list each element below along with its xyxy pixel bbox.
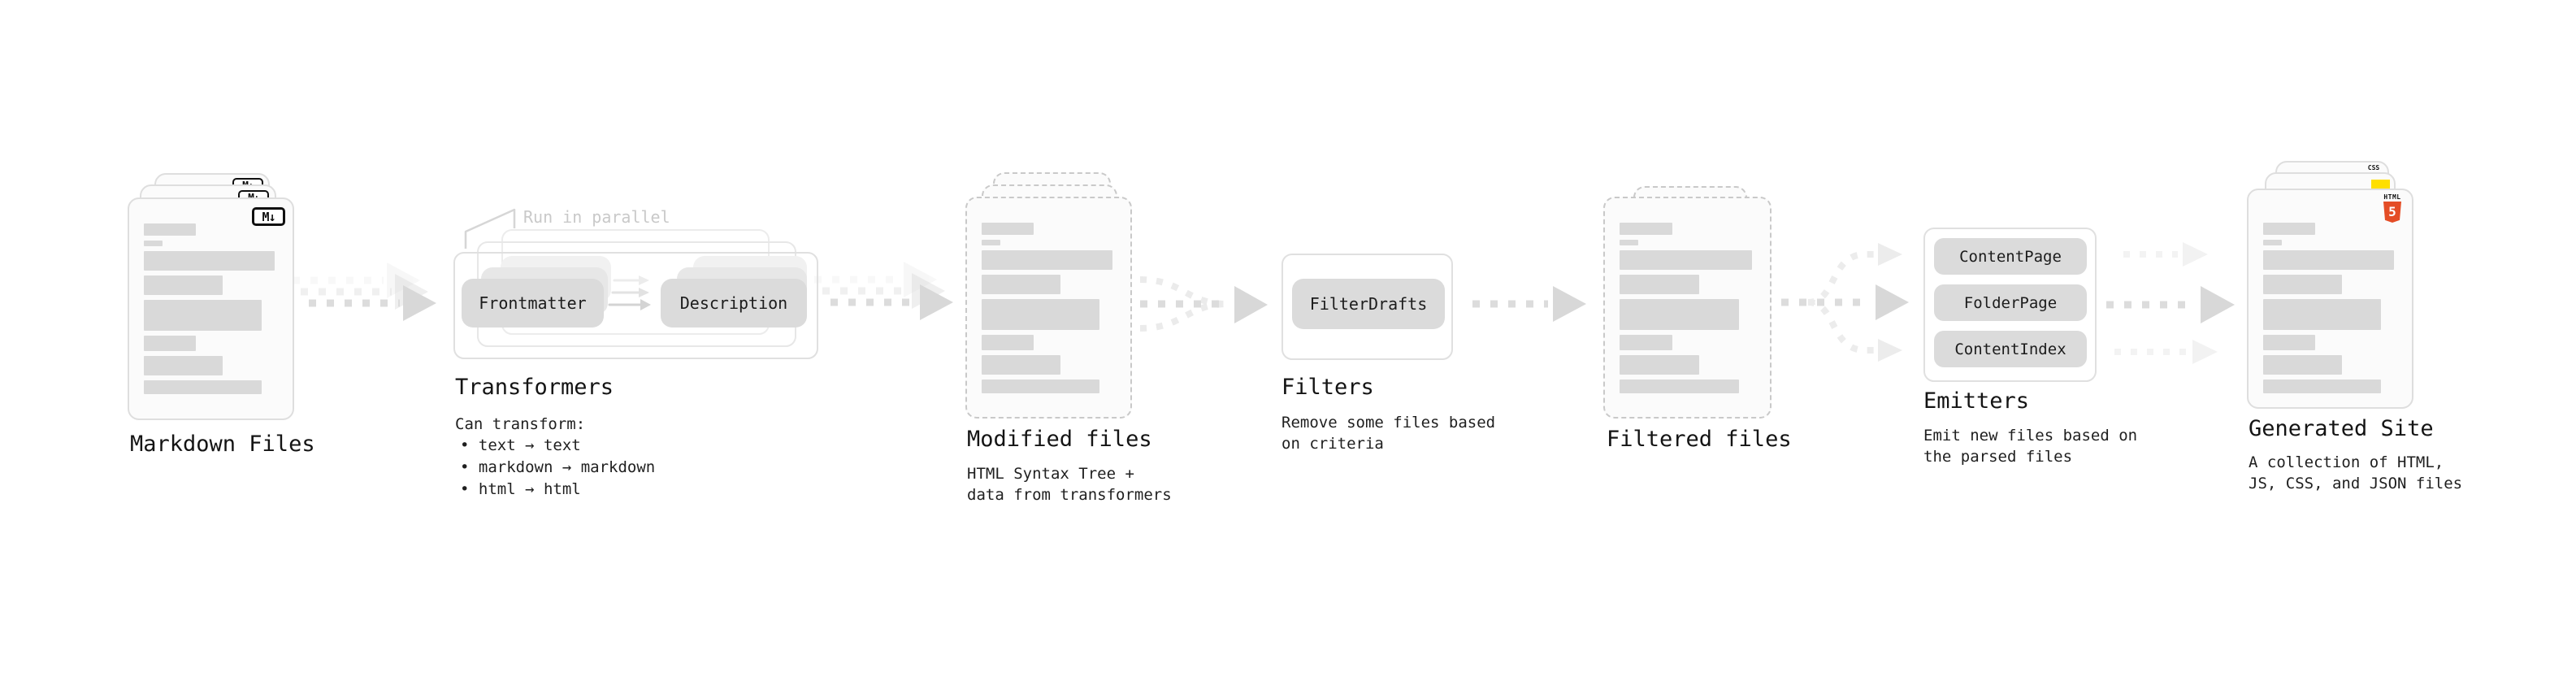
filtered-file-card-front (1603, 197, 1772, 419)
emitters-label: Emitters (1923, 388, 2030, 414)
filters-label: Filters (1281, 375, 1374, 400)
filtered-files-label: Filtered files (1607, 427, 1792, 452)
run-in-parallel-leader-line (464, 208, 516, 249)
arrow-transformers-to-modified (814, 262, 953, 320)
transformers-description: Can transform: text → text markdown → ma… (455, 414, 655, 501)
folderpage-pill: FolderPage (1934, 284, 2087, 321)
modified-files-label: Modified files (967, 427, 1152, 452)
transformers-desc-title: Can transform: (455, 415, 586, 433)
transformers-bullet-list: text → text markdown → markdown html → h… (455, 435, 655, 501)
bullet-item: text → text (460, 435, 655, 457)
emitters-box (1923, 228, 2097, 382)
description-pill: Description (661, 279, 807, 327)
document-text-bars (982, 223, 1112, 393)
arrow-filtered-to-emitters (1781, 243, 1909, 362)
filterdrafts-pill: FilterDrafts (1292, 279, 1445, 329)
emitters-description: Emit new files based on the parsed files (1923, 427, 2138, 466)
html5-icon: HTML 5 (2382, 194, 2403, 223)
transformer-box-front (453, 252, 818, 359)
js-file-icon (2371, 180, 2390, 189)
generated-site-description: A collection of HTML, JS, CSS, and JSON … (2249, 453, 2463, 492)
markdown-files-label: Markdown Files (130, 432, 315, 457)
contentpage-pill: ContentPage (1934, 238, 2087, 275)
arrow-modified-to-filters (1139, 276, 1268, 332)
contentindex-pill: ContentIndex (1934, 331, 2087, 367)
filters-box (1281, 254, 1453, 360)
markdown-file-card-front: M↓ (128, 197, 294, 420)
document-text-bars (144, 223, 275, 394)
arrow-markdown-to-transformers (293, 262, 436, 321)
modified-files-description: HTML Syntax Tree + data from transformer… (967, 465, 1172, 504)
filters-description: Remove some files based on criteria (1281, 414, 1496, 453)
bullet-item: html → html (460, 479, 655, 501)
document-text-bars (1620, 223, 1752, 393)
modified-file-card-front (965, 197, 1132, 419)
frontmatter-pill: Frontmatter (462, 279, 604, 327)
generated-html-card: HTML 5 (2247, 189, 2413, 409)
document-text-bars (2263, 223, 2394, 393)
arrows-emitters-to-generated (2106, 242, 2235, 364)
run-in-parallel-note: Run in parallel (523, 207, 670, 227)
generated-site-label: Generated Site (2249, 416, 2434, 441)
arrows-frontmatter-to-description (608, 275, 651, 310)
arrow-filters-to-filtered (1472, 286, 1586, 322)
transformers-label: Transformers (455, 375, 614, 400)
markdown-icon: M↓ (252, 207, 285, 226)
bullet-item: markdown → markdown (460, 457, 655, 479)
